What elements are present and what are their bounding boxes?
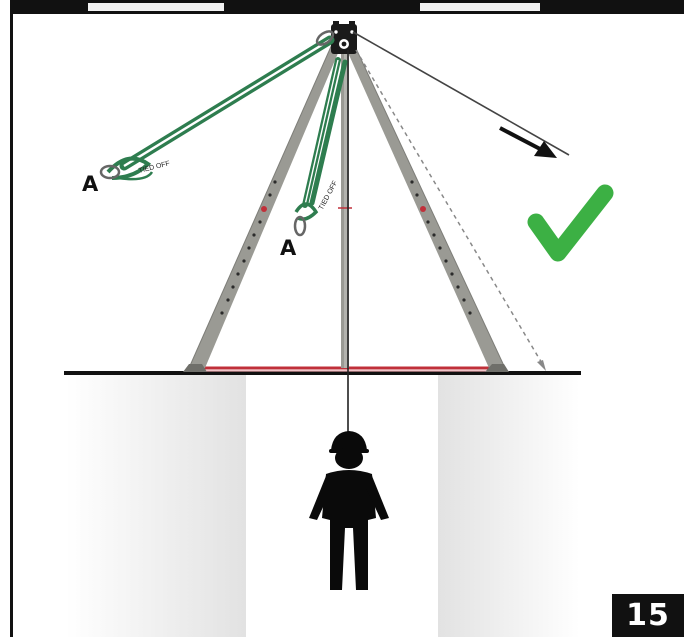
anchor-rope-center xyxy=(293,57,348,237)
ground-line xyxy=(64,371,581,375)
tripod-leg-right xyxy=(345,41,509,372)
dashed-guide-line xyxy=(355,49,546,371)
leg-chain xyxy=(200,366,492,372)
worker-figure xyxy=(309,431,389,590)
check-icon xyxy=(527,184,614,262)
confined-space-opening xyxy=(66,375,580,637)
page-number: 15 xyxy=(612,594,684,637)
corner-tab xyxy=(614,0,684,14)
page-frame xyxy=(10,0,615,637)
anchor-label-center: A xyxy=(280,236,297,260)
anchor-rope-left xyxy=(99,30,335,181)
tension-line xyxy=(352,31,570,158)
tripod-leg-left xyxy=(183,41,341,372)
anchor-label-left: A xyxy=(82,172,99,196)
tripod-leg-center xyxy=(338,50,352,368)
tripod-head xyxy=(331,21,357,54)
